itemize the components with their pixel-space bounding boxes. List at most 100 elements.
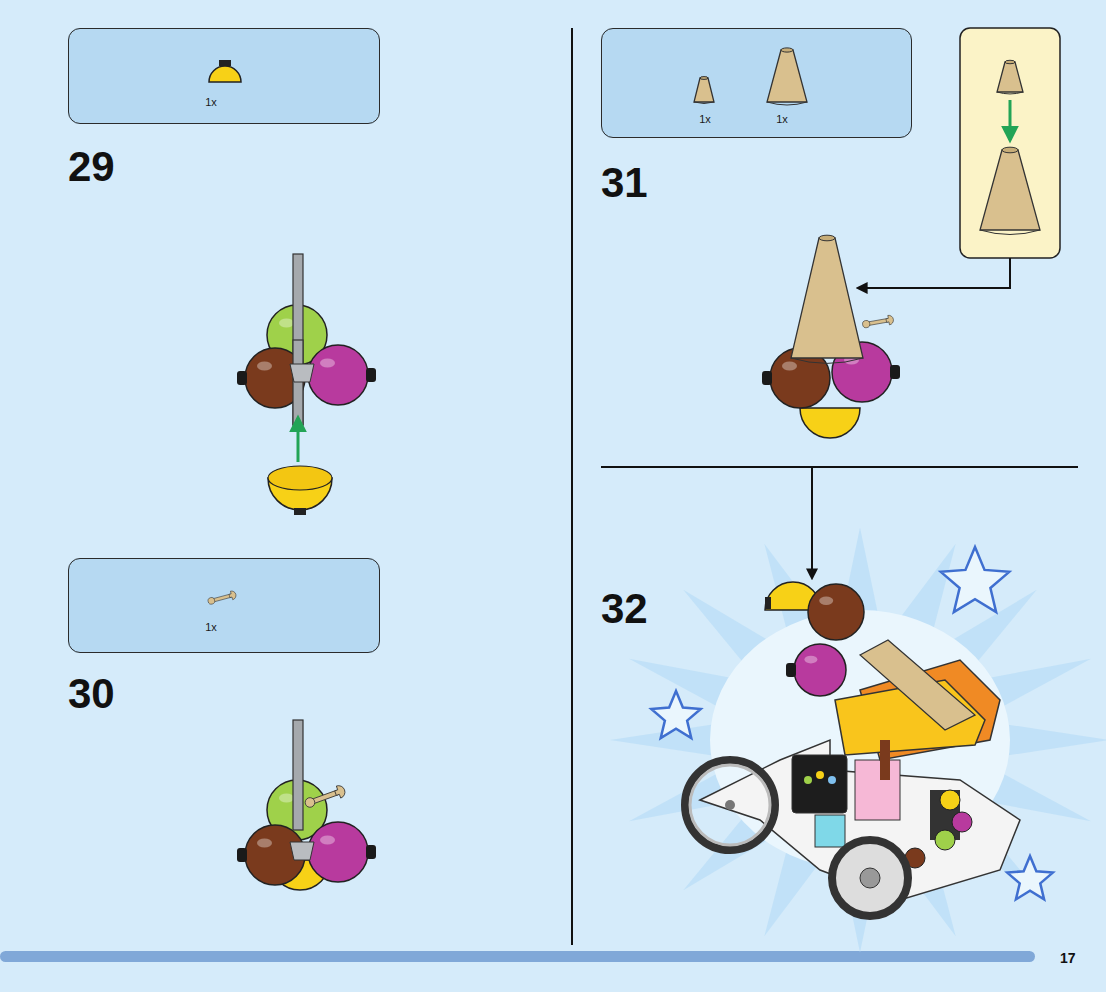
assembly-arrow (297, 418, 300, 462)
wheel-hub (725, 800, 735, 810)
star (1007, 856, 1053, 899)
highlight (804, 656, 817, 664)
burst (610, 528, 1106, 953)
sign-dot (804, 776, 812, 784)
stud (237, 848, 247, 862)
cone-bottom (980, 230, 1040, 235)
stud (786, 663, 796, 677)
round-brick (808, 584, 864, 640)
cone-top (1005, 60, 1015, 64)
part-count: 1x (699, 114, 711, 125)
highlight (257, 362, 272, 371)
scoop (935, 830, 955, 850)
highlight (257, 839, 272, 848)
cone-piece (767, 50, 807, 102)
scoop (940, 790, 960, 810)
sign-panel (792, 755, 847, 813)
pink-box (855, 760, 900, 820)
dome-top (268, 466, 332, 490)
wrench-ring (207, 597, 215, 605)
keypad (815, 815, 845, 847)
part-count: 1x (776, 114, 788, 125)
wheel-hub (860, 868, 880, 888)
divider-line (571, 28, 573, 945)
clip-piece (290, 364, 314, 382)
clip-piece (290, 842, 314, 860)
sign-dot (816, 771, 824, 779)
step-number: 32 (601, 588, 648, 630)
parts-box: 1x (68, 28, 380, 124)
callout-leader (858, 258, 1010, 288)
wrench-jaw (228, 590, 237, 600)
highlight (320, 359, 335, 368)
post (880, 740, 890, 780)
stud (294, 508, 306, 515)
parts-box-fill (68, 558, 380, 653)
cone-top (700, 77, 708, 80)
cone-piece (860, 640, 975, 730)
step-arrow (811, 467, 813, 578)
cone-piece (694, 78, 714, 102)
part-count: 1x (205, 622, 217, 633)
step-number: 30 (68, 673, 115, 715)
page-bar (0, 951, 1035, 962)
cone-piece (791, 238, 863, 358)
step-number: 29 (68, 146, 115, 188)
wheel-rim (690, 765, 770, 845)
cone-top (1002, 147, 1018, 153)
highlight (819, 597, 833, 605)
cone-top (819, 235, 835, 241)
parts-box-fill (68, 28, 380, 124)
step-number: 31 (601, 162, 648, 204)
stud (237, 371, 247, 385)
star (651, 691, 700, 738)
dome-brick (800, 408, 860, 438)
stud (366, 368, 376, 382)
round-brick (794, 644, 846, 696)
cone-piece (980, 150, 1040, 230)
assembly-arrow (1009, 100, 1012, 140)
highlight (279, 794, 294, 803)
stud (366, 845, 376, 859)
parts-box: 1x (68, 558, 380, 653)
wrench-ring (862, 320, 870, 328)
round-brick (308, 345, 368, 405)
wrench-jaw (885, 315, 894, 326)
wrench-piece (862, 315, 894, 330)
cone-bottom (694, 102, 714, 104)
star (941, 547, 1009, 612)
stud (765, 597, 771, 609)
divider-line (601, 466, 1078, 468)
cone-top (781, 48, 793, 52)
stud (762, 371, 772, 385)
cone-bottom (791, 358, 863, 363)
bar-piece (293, 254, 303, 425)
wrench-jaw (333, 784, 346, 799)
cone-piece (997, 62, 1023, 92)
highlight (320, 836, 335, 845)
wheel (832, 840, 908, 916)
wrench-handle (867, 318, 889, 325)
wheel (685, 760, 775, 850)
stud (890, 365, 900, 379)
parts-box-fill (601, 28, 912, 138)
wrench-ring (304, 796, 316, 808)
parts-box: 1x 1x (601, 28, 912, 138)
wrench-piece (303, 784, 346, 810)
scoop (952, 812, 972, 832)
callout-box (960, 28, 1060, 258)
part-count: 1x (205, 97, 217, 108)
round-brick (308, 822, 368, 882)
highlight (782, 362, 797, 371)
bar-piece (293, 720, 303, 830)
cone-bottom (767, 102, 807, 105)
sign-dot (828, 776, 836, 784)
cone-bottom (997, 92, 1023, 94)
wrench-piece (207, 590, 237, 606)
page-number: 17 (1060, 951, 1076, 965)
dome-brick (209, 66, 241, 82)
highlight (279, 319, 294, 328)
stud (219, 60, 231, 66)
